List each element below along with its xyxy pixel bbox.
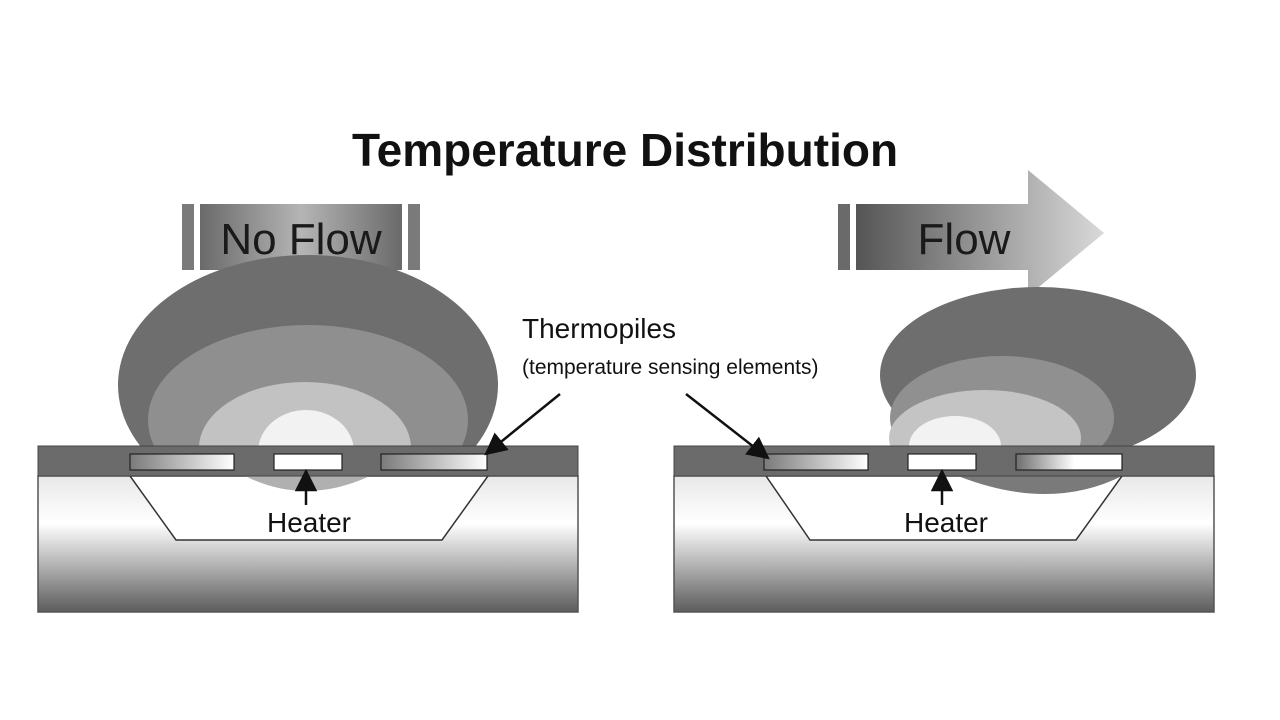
no-flow-substrate: [37, 475, 579, 613]
no-flow-thermopile-right: [380, 453, 488, 471]
flow-thermopile-right: [1015, 453, 1123, 471]
thermopiles-arrow-left: [484, 393, 561, 456]
thermopiles-annotation: Thermopiles (temperature sensing element…: [484, 313, 818, 460]
flow-arrow: Flow: [838, 170, 1104, 296]
flow-thermopile-left: [763, 453, 869, 471]
flow-heater-label: Heater: [904, 507, 988, 538]
no-flow-heater-element: [273, 453, 343, 471]
flow-panel: Flow Heater: [673, 170, 1215, 613]
no-flow-thermopile-left: [129, 453, 235, 471]
thermopiles-subtitle: (temperature sensing elements): [522, 356, 818, 379]
flow-heater-element: [907, 453, 977, 471]
thermopiles-title: Thermopiles: [522, 313, 676, 344]
diagram-title: Temperature Distribution: [352, 124, 898, 176]
thermopiles-arrow-right: [685, 393, 770, 460]
no-flow-panel: No Flow Heater: [37, 204, 579, 613]
no-flow-heater-label: Heater: [267, 507, 351, 538]
flow-substrate: [673, 475, 1215, 613]
flow-label: Flow: [918, 215, 1011, 264]
